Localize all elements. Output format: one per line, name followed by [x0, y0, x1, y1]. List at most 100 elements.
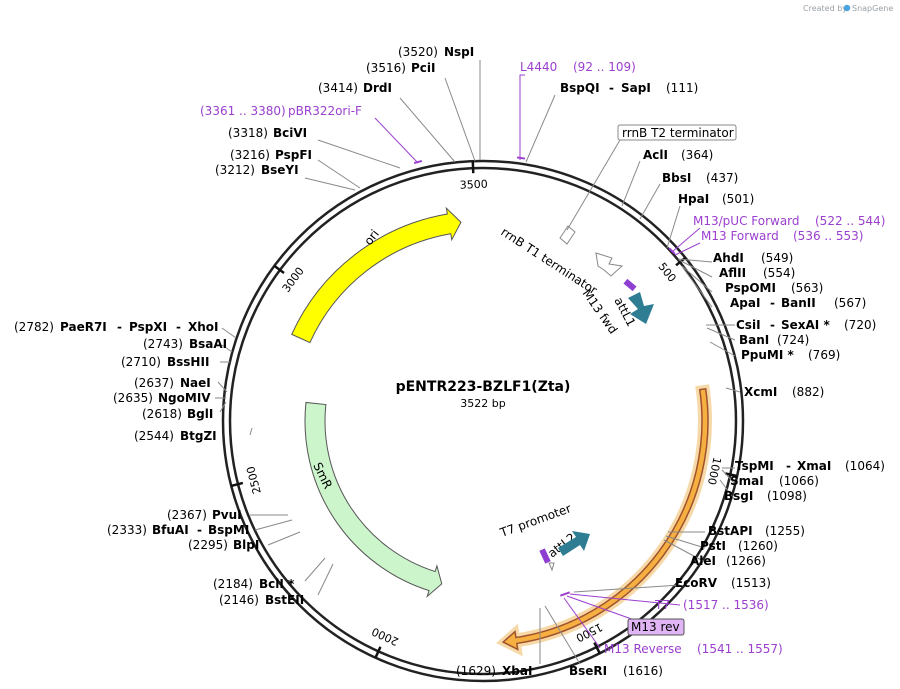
svg-text:BfuAI: BfuAI [152, 523, 189, 537]
site-ppumi[interactable]: PpuMI * (769) [741, 348, 840, 362]
site-m13-reverse[interactable]: M13 Reverse (1541 .. 1557) [604, 642, 783, 656]
site-drdi[interactable]: (3414) DrdI [318, 81, 392, 95]
svg-text:HpaI: HpaI [678, 192, 709, 206]
svg-text:M13 Reverse: M13 Reverse [604, 642, 682, 656]
svg-text:PaeR7I: PaeR7I [60, 320, 107, 334]
site-bani[interactable]: BanI (724) [739, 333, 809, 347]
svg-text:NgoMIV: NgoMIV [158, 391, 211, 405]
tick-mark-1000 [725, 472, 738, 478]
site-acli[interactable]: AclI (364) [643, 148, 713, 162]
site-alei[interactable]: AleI (1266) [690, 554, 766, 568]
site-pvui[interactable]: (2367) PvuI [167, 508, 242, 522]
site-l4440[interactable]: L4440 (92 .. 109) [520, 60, 636, 74]
svg-text:-: - [770, 318, 775, 332]
svg-text:(2367): (2367) [167, 508, 207, 522]
site-rrnb-t2-terminator[interactable]: rrnB T2 terminator [617, 124, 737, 141]
site-bbsi[interactable]: BbsI (437) [662, 171, 738, 185]
site-bsgi[interactable]: BsgI (1098) [724, 489, 807, 503]
svg-text:-: - [197, 523, 202, 537]
svg-text:EcoRV: EcoRV [675, 576, 718, 590]
site-pbr322ori-f[interactable]: (3361 .. 3380) pBR322ori-F [200, 104, 362, 118]
site-ngomiv[interactable]: (2635) NgoMIV [113, 391, 211, 405]
svg-text:BsgI: BsgI [724, 489, 753, 503]
site-naei[interactable]: (2637) NaeI [134, 376, 211, 390]
site-ahdi[interactable]: AhdI (549) [713, 251, 793, 265]
site-m13-puc-forward[interactable]: M13/pUC Forward (522 .. 544) [693, 214, 885, 228]
tick-label-3000: 3000 [280, 265, 307, 295]
svg-text:SapI: SapI [621, 81, 651, 95]
svg-text:(1064): (1064) [845, 459, 885, 473]
svg-text:BtgZI: BtgZI [180, 429, 217, 443]
feature-ori[interactable] [291, 206, 462, 344]
site-tspmi[interactable]: TspMI - XmaI (1064) [735, 459, 885, 473]
svg-text:BssHII: BssHII [167, 355, 209, 369]
svg-text:pBR322ori-F: pBR322ori-F [288, 104, 362, 118]
svg-text:(2333): (2333) [107, 523, 147, 537]
svg-text:-: - [770, 296, 775, 310]
site-xbai[interactable]: (1629) XbaI [456, 664, 532, 678]
site-bcivi[interactable]: (3318) BciVI [228, 126, 307, 140]
svg-text:-: - [117, 320, 122, 334]
site-bsteii[interactable]: (2146) BstEII [219, 593, 304, 607]
svg-text:AhdI: AhdI [713, 251, 744, 265]
plasmid-name: pENTR223-BZLF1(Zta) [396, 379, 571, 395]
site-m13-rev[interactable]: M13 rev [627, 618, 685, 636]
svg-text:PstI: PstI [700, 539, 726, 553]
site-csii[interactable]: CsiI - SexAI * (720) [736, 318, 876, 332]
svg-text:-: - [786, 459, 791, 473]
svg-text:(554): (554) [763, 266, 795, 280]
backbone [221, 159, 745, 683]
site-ecorv[interactable]: EcoRV (1513) [675, 576, 771, 590]
site-bsaai[interactable]: (2743) BsaAI [143, 337, 227, 351]
site-bspqi[interactable]: BspQI - SapI (111) [560, 81, 698, 95]
svg-text:(92 .. 109): (92 .. 109) [573, 60, 636, 74]
svg-text:-: - [609, 81, 614, 95]
site-bstapi[interactable]: BstAPI (1255) [708, 524, 805, 538]
svg-text:(1513): (1513) [731, 576, 771, 590]
svg-text:(1616): (1616) [623, 664, 663, 678]
feature-bzlf1-zta-orf[interactable] [501, 387, 709, 651]
svg-text:(2635): (2635) [113, 391, 153, 405]
site-smai[interactable]: SmaI (1066) [730, 474, 819, 488]
svg-text:(2295): (2295) [188, 538, 228, 552]
svg-text:CsiI: CsiI [736, 318, 761, 332]
site-bseri[interactable]: BseRI (1616) [569, 664, 663, 678]
site-aflii[interactable]: AflII (554) [719, 266, 795, 280]
site-t7[interactable]: T7 (1517 .. 1536) [654, 598, 769, 612]
svg-text:(2618): (2618) [142, 407, 182, 421]
svg-text:(3318): (3318) [228, 126, 268, 140]
svg-text:(3520): (3520) [398, 45, 438, 59]
feature-smr[interactable] [304, 401, 443, 598]
site-bgli[interactable]: (2618) BglI [142, 407, 213, 421]
m13-fwd-box [623, 278, 637, 292]
site-bcli[interactable]: (2184) BclI * [213, 577, 295, 591]
site-blpi[interactable]: (2295) BlpI [188, 538, 259, 552]
svg-text:BanII: BanII [781, 296, 816, 310]
site-psti[interactable]: PstI (1260) [700, 539, 778, 553]
site-bfuai[interactable]: (2333) BfuAI - BspMI [107, 523, 249, 537]
site-xcmi[interactable]: XcmI (882) [744, 385, 824, 399]
tick-mark-2500 [230, 481, 244, 488]
svg-text:(2184): (2184) [213, 577, 253, 591]
site-pspfi[interactable]: (3216) PspFI [230, 148, 312, 162]
site-btgzi[interactable]: (2544) BtgZI [134, 429, 217, 443]
site-m13-forward[interactable]: M13 Forward (536 .. 553) [701, 229, 863, 243]
svg-text:(522 .. 544): (522 .. 544) [815, 214, 885, 228]
site-bseyi[interactable]: (3212) BseYI [215, 163, 299, 177]
site-pspomi[interactable]: PspOMI (563) [725, 281, 823, 295]
svg-text:(2544): (2544) [134, 429, 174, 443]
site-paer7i[interactable]: (2782) PaeR7I - PspXI - XhoI [14, 320, 219, 334]
tick-label-2000: 2000 [370, 625, 401, 648]
svg-text:M13/pUC Forward: M13/pUC Forward [693, 214, 800, 228]
svg-text:(2710): (2710) [121, 355, 161, 369]
site-nspi[interactable]: (3520) NspI [398, 45, 474, 59]
site-hpai[interactable]: HpaI (501) [678, 192, 754, 206]
site-bsshii[interactable]: (2710) BssHII [121, 355, 209, 369]
site-apai[interactable]: ApaI - BanII (567) [730, 296, 866, 310]
snapgene-credit: Created by SnapGene [803, 4, 893, 13]
site-pcii[interactable]: (3516) PciI [366, 61, 436, 75]
svg-text:SexAI *: SexAI * [781, 318, 830, 332]
svg-text:(549): (549) [761, 251, 793, 265]
svg-text:PspOMI: PspOMI [725, 281, 776, 295]
svg-text:(3361 .. 3380): (3361 .. 3380) [200, 104, 286, 118]
